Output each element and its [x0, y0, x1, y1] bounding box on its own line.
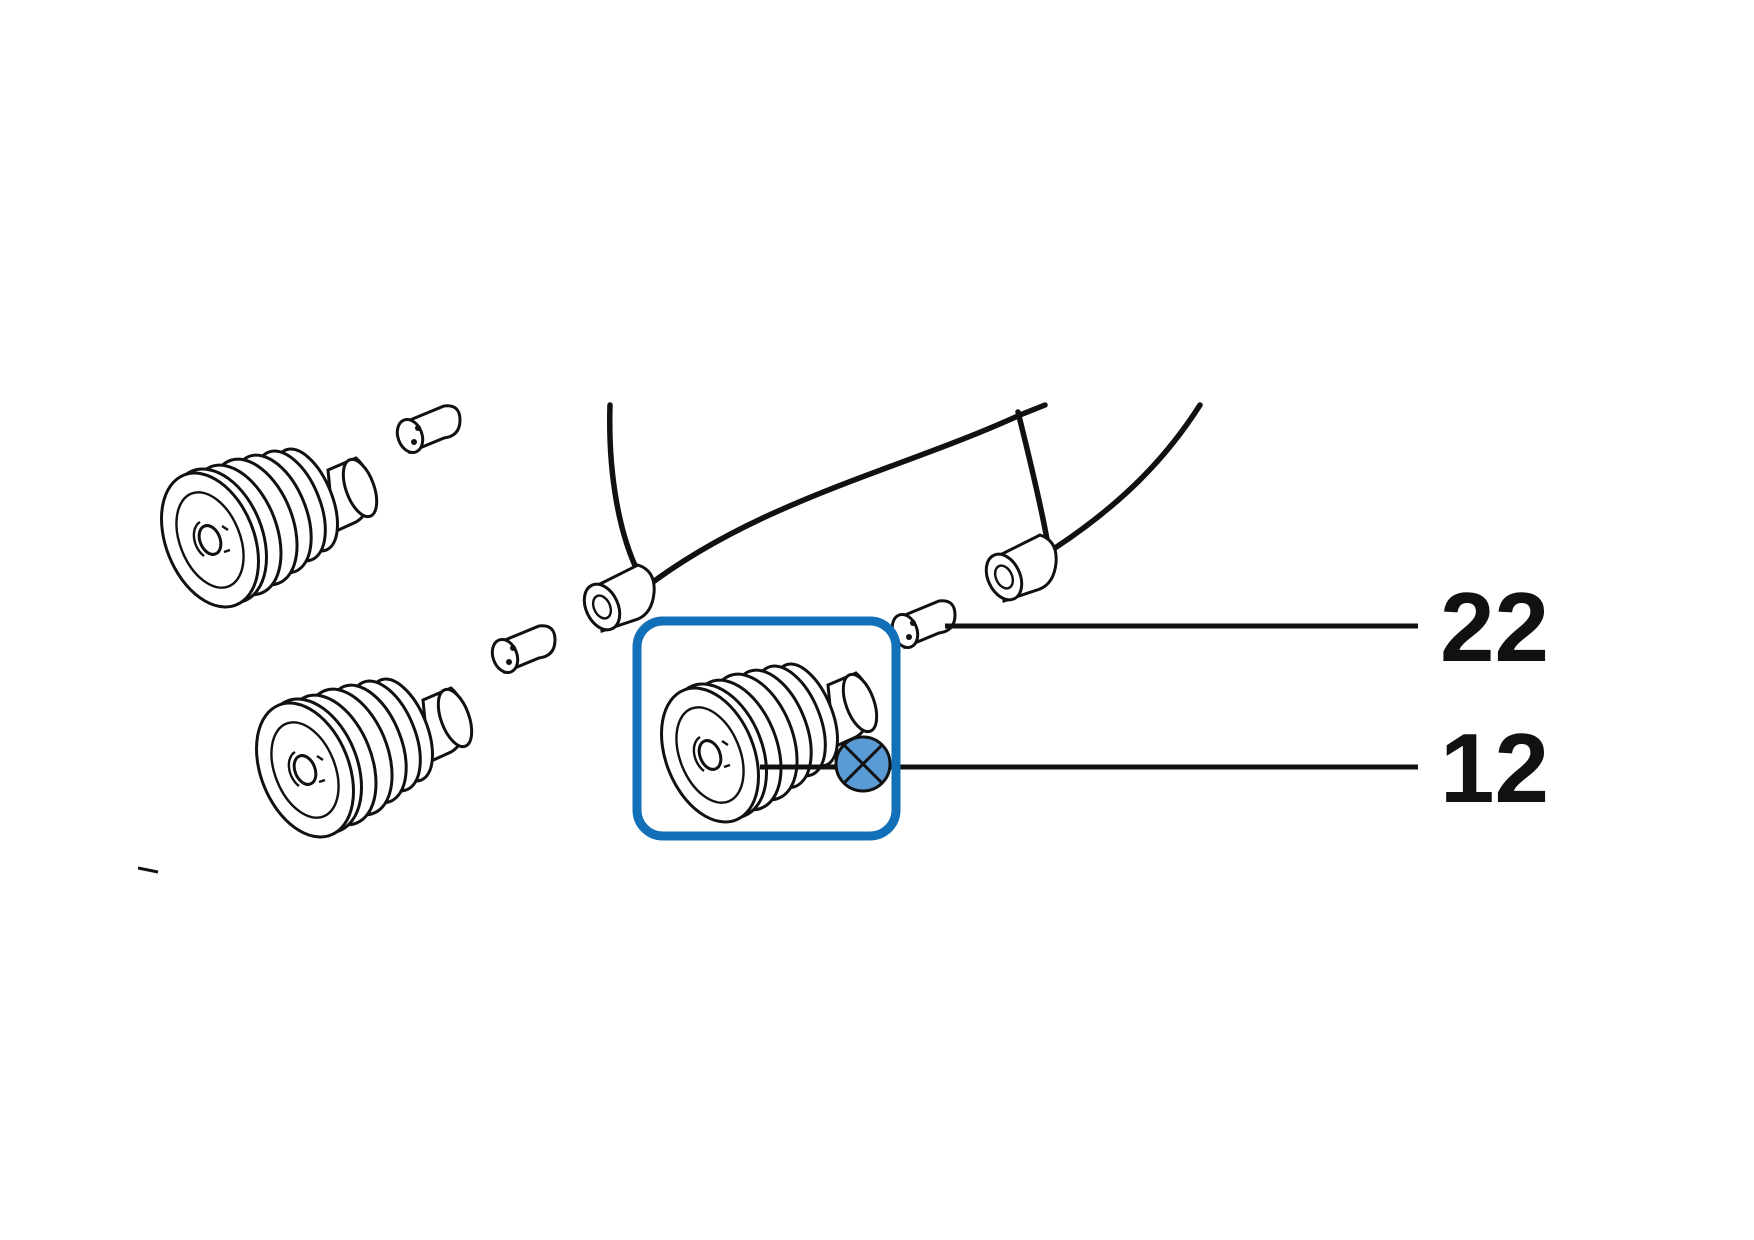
edge-mark [137, 866, 159, 874]
callout-number-12: 12 [1440, 713, 1549, 823]
nozzle-tip-upper-left [391, 404, 462, 458]
hose-fitting-right [977, 533, 1058, 608]
highlight-frame [632, 616, 901, 841]
hose-lines [607, 402, 1203, 591]
callout-number-22: 22 [1440, 572, 1549, 682]
circle-x-icon[interactable] [834, 735, 892, 793]
spring-valve-lower-left [236, 668, 480, 853]
nozzle-tip-lower-left [486, 624, 557, 678]
spring-valve-upper-left [141, 438, 385, 623]
